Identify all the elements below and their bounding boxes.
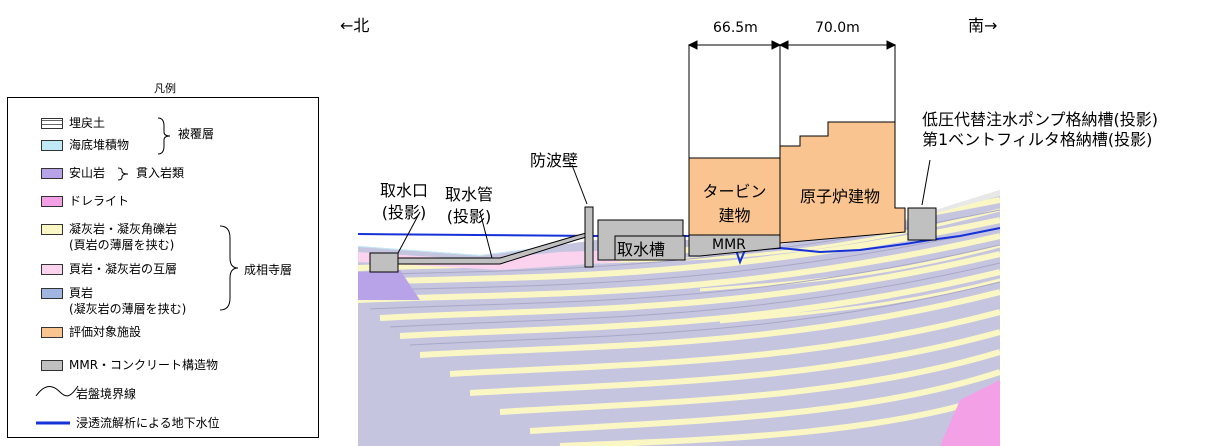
swatch-shale-tuff [41, 264, 63, 275]
intake-mouth-label-line1: 取水口 [380, 181, 429, 200]
mmr-label: MMR [712, 237, 746, 253]
legend-mmr: MMR・コンクリート構造物 [69, 358, 219, 372]
swatch-tuff [41, 224, 63, 235]
swatch-dolerite [41, 196, 63, 207]
swatch-shale [41, 288, 63, 299]
south-arrow-label: 南→ [968, 16, 998, 35]
swatch-facility [41, 327, 63, 338]
turbine-label-line2: 建物 [718, 206, 751, 225]
leader-lines [397, 159, 931, 259]
pump-tank-label-line1: 低圧代替注水ポンプ格納槽(投影) [922, 110, 1159, 129]
intake-pipe-label-line1: 取水管 [445, 185, 494, 204]
reactor-label: 原子炉建物 [800, 187, 881, 206]
pump-tank-label: 低圧代替注水ポンプ格納槽(投影) 第1ベントフィルタ格納槽(投影) [922, 110, 1158, 150]
breakwater-label: 防波壁 [530, 151, 579, 170]
pump-tank [907, 207, 937, 241]
intake-mouth-label: 取水口 (投影) [380, 180, 428, 224]
boundary-line-icon [35, 385, 79, 397]
intake-pipe-label-line2: (投影) [446, 207, 492, 226]
swatch-mmr [41, 360, 63, 371]
legend-group-intrusive: 貫入岩類 [136, 166, 185, 180]
turbine-label: タービン 建物 [697, 180, 772, 228]
intake-mouth-label-line2: (投影) [381, 203, 427, 222]
legend-shale: 頁岩 [69, 286, 94, 300]
mmr-block [688, 234, 781, 257]
legend-tuff-sub: (頁岩の薄層を挟む) [69, 238, 175, 252]
intake-tank-label: 取水槽 [617, 240, 666, 259]
swatch-seabed [41, 140, 63, 151]
dimension-70-0: 70.0m [815, 20, 860, 36]
legend-seabed: 海底堆積物 [69, 138, 130, 152]
legend-group-formation: 成相寺層 [244, 263, 293, 277]
intake-pipe-label: 取水管 (投影) [445, 184, 493, 228]
brace-cover [157, 117, 171, 155]
pump-tank-label-line2: 第1ベントフィルタ格納槽(投影) [922, 130, 1153, 149]
legend-title: 凡例 [154, 82, 176, 95]
legend-boundary: 岩盤境界線 [76, 387, 137, 401]
reactor-building [779, 121, 906, 244]
north-arrow-label: ←北 [340, 16, 370, 35]
dimension-66-5: 66.5m [713, 20, 758, 36]
intake-tank-inner [614, 235, 686, 261]
legend-andesite: 安山岩 [69, 166, 106, 180]
legend-tuff: 凝灰岩・凝灰角礫岩 [69, 222, 178, 236]
brace-intrusive [117, 167, 129, 181]
swatch-andesite [41, 168, 63, 179]
legend-group-cover: 被覆層 [178, 127, 215, 141]
legend-backfill: 埋戻土 [69, 116, 106, 130]
legend-facility: 評価対象施設 [69, 325, 142, 339]
legend-shale-sub: (凝灰岩の薄層を挟む) [69, 302, 187, 316]
legend-groundwater: 浸透流解析による地下水位 [76, 416, 220, 430]
legend-symbols [35, 117, 239, 425]
breakwater [584, 206, 594, 268]
dimension-lines [687, 40, 897, 158]
legend-dolerite: ドレライト [69, 194, 130, 208]
swatch-backfill [41, 118, 63, 129]
legend-shale-tuff: 頁岩・凝灰岩の互層 [69, 262, 178, 276]
turbine-label-line1: タービン [702, 182, 767, 201]
legend-box: 埋戻土 海底堆積物 被覆層 安山岩 貫入岩類 ドレライト 凝灰岩・凝灰角礫岩 (… [7, 97, 319, 438]
brace-formation [219, 225, 239, 311]
